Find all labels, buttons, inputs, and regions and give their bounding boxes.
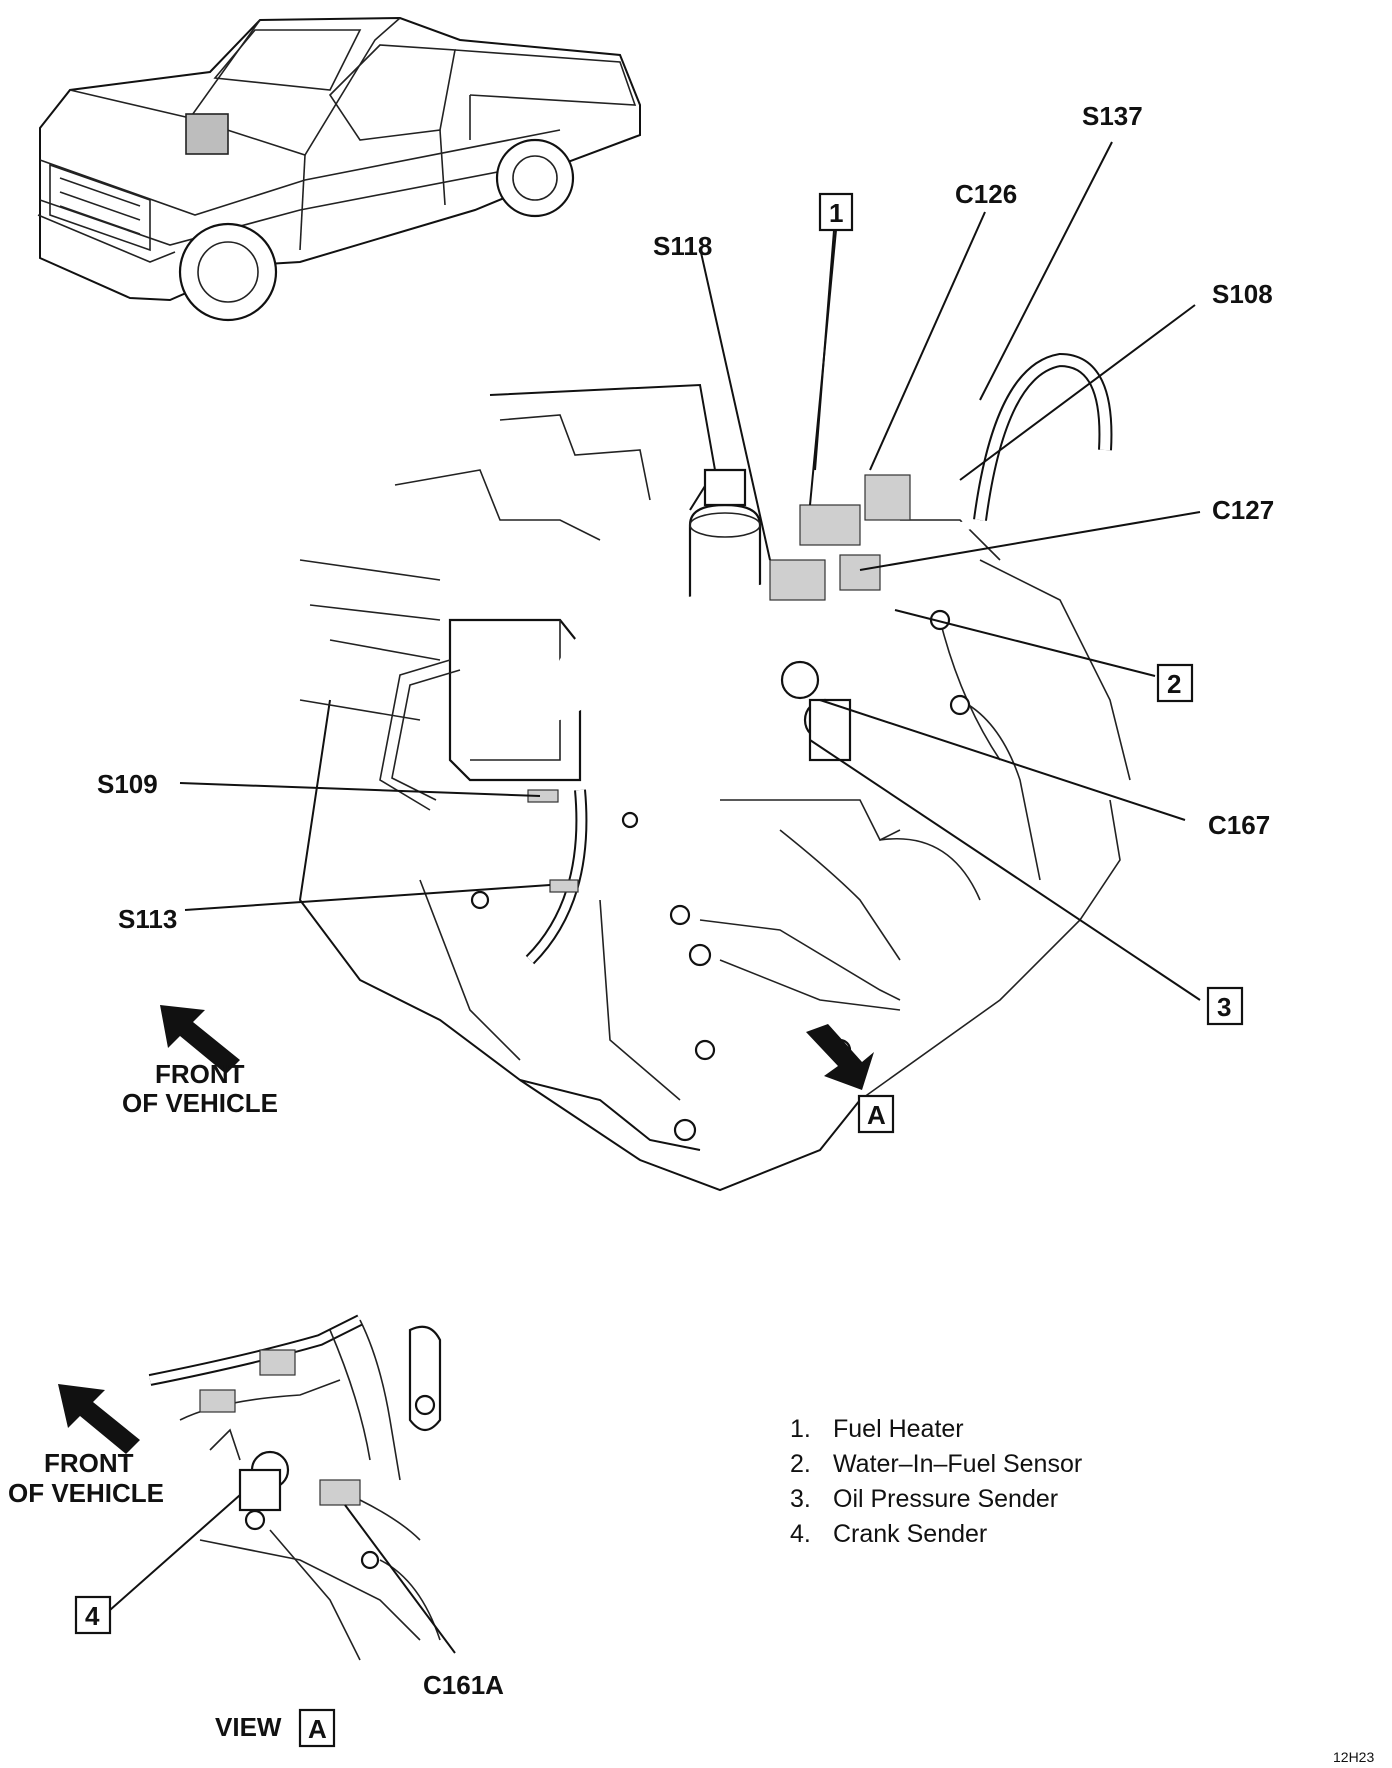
legend-item-1-text: Fuel Heater: [833, 1415, 964, 1443]
legend-item-3-text: Oil Pressure Sender: [833, 1485, 1058, 1513]
legend-item-4-num: 4.: [790, 1520, 811, 1548]
view-a-box-letter: A: [308, 1714, 327, 1744]
callout-s137: S137: [1082, 101, 1143, 131]
legend-item-2-num: 2.: [790, 1450, 811, 1478]
front-view-label-line1: FRONT: [44, 1448, 134, 1478]
callout-s118: S118: [653, 231, 712, 261]
legend: 1. Fuel Heater 2. Water–In–Fuel Sensor 3…: [790, 1415, 1082, 1548]
svg-text:A: A: [867, 1100, 886, 1130]
view-a-inset-drawing: [109, 1314, 456, 1661]
front-of-vehicle-indicator-main: FRONT OF VEHICLE: [122, 1005, 278, 1118]
main-leader-lines: [179, 141, 1201, 1001]
svg-text:1: 1: [829, 198, 843, 228]
legend-item-4-text: Crank Sender: [833, 1520, 987, 1548]
front-view-label-line2: OF VEHICLE: [8, 1478, 164, 1508]
callout-c126: C126: [955, 179, 1017, 209]
callout-s109: S109: [97, 769, 158, 799]
front-label-line2: OF VEHICLE: [122, 1088, 278, 1118]
item-box-4: 4: [74, 1595, 112, 1635]
svg-text:2: 2: [1167, 669, 1181, 699]
front-of-vehicle-indicator-view: FRONT OF VEHICLE: [8, 1384, 164, 1508]
callout-c161a: C161A: [423, 1670, 504, 1700]
pickup-truck-illustration: [37, 16, 641, 322]
view-label: VIEW: [215, 1712, 282, 1742]
item-box-2: 2: [1156, 663, 1194, 703]
legend-item-2-text: Water–In–Fuel Sensor: [833, 1450, 1082, 1478]
callout-s108: S108: [1212, 279, 1273, 309]
svg-text:3: 3: [1217, 992, 1231, 1022]
figure-code: 12H23: [1333, 1749, 1374, 1765]
legend-item-3-num: 3.: [790, 1485, 811, 1513]
view-a-caption: VIEW A: [215, 1708, 336, 1748]
front-arrow-icon-inset: [58, 1384, 140, 1454]
view-a-box-main: A: [857, 1094, 895, 1134]
engine-block-drawing: [298, 352, 1131, 1192]
item-box-1: 1: [818, 192, 854, 232]
svg-text:4: 4: [85, 1601, 100, 1631]
callout-s113: S113: [118, 904, 177, 934]
front-label-line1: FRONT: [155, 1059, 245, 1089]
callout-c167: C167: [1208, 810, 1270, 840]
item-box-3: 3: [1206, 986, 1244, 1026]
legend-item-1-num: 1.: [790, 1415, 811, 1443]
front-arrow-icon: [160, 1005, 240, 1074]
callout-c127: C127: [1212, 495, 1274, 525]
